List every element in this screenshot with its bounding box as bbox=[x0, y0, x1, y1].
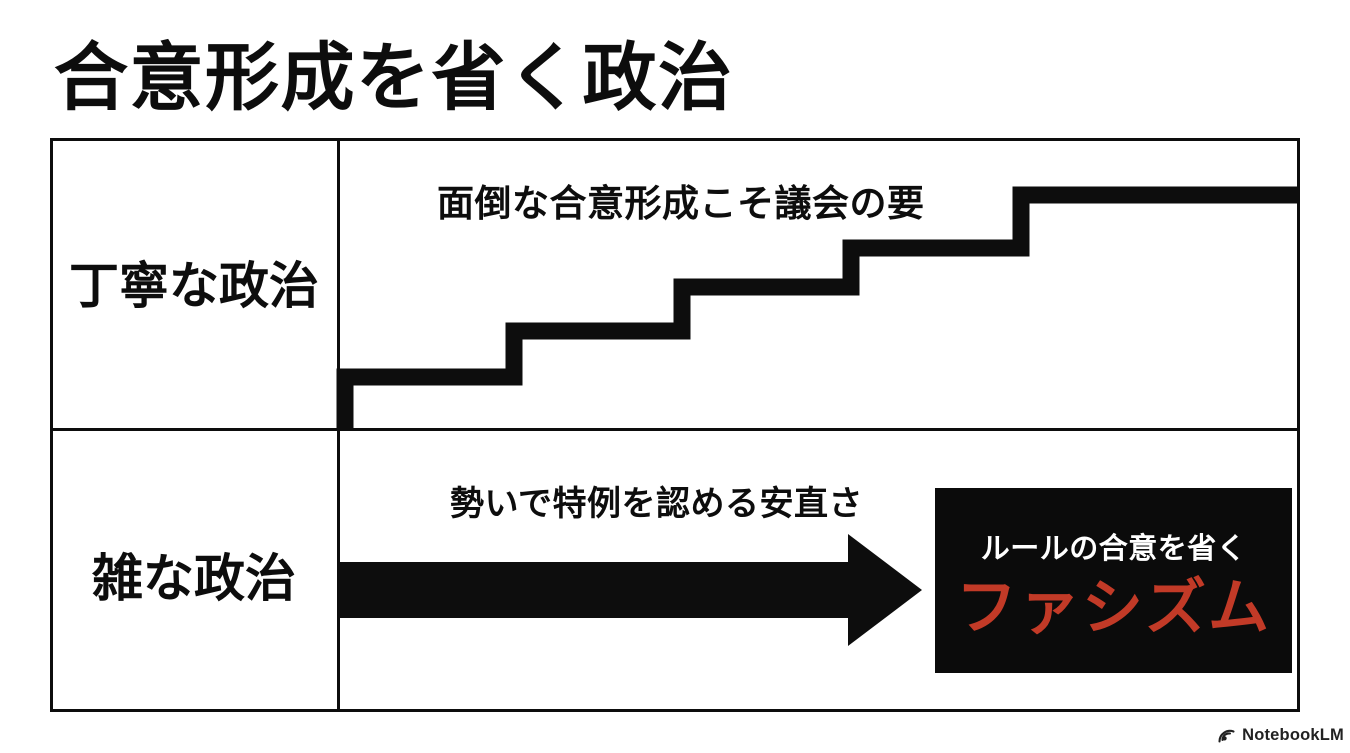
slide-title: 合意形成を省く政治 bbox=[54, 36, 734, 119]
arrow-caption: 勢いで特例を認める安直さ bbox=[450, 485, 863, 523]
staircase-caption: 面倒な合意形成こそ議会の要 bbox=[437, 183, 925, 224]
notebooklm-icon bbox=[1218, 729, 1235, 743]
fascism-result-box: ルールの合意を省く ファシズム bbox=[935, 488, 1292, 673]
row-divider bbox=[53, 428, 1297, 431]
result-box-keyword: ファシズム bbox=[955, 573, 1271, 641]
result-box-subtitle: ルールの合意を省く bbox=[980, 533, 1247, 565]
notebooklm-wordmark: NotebookLM bbox=[1242, 726, 1344, 744]
notebooklm-attribution: NotebookLM bbox=[1216, 726, 1344, 745]
row-label-sloppy-politics: 雑な政治 bbox=[91, 550, 296, 607]
row-label-careful-politics: 丁寧な政治 bbox=[69, 258, 319, 314]
column-divider bbox=[337, 141, 340, 709]
